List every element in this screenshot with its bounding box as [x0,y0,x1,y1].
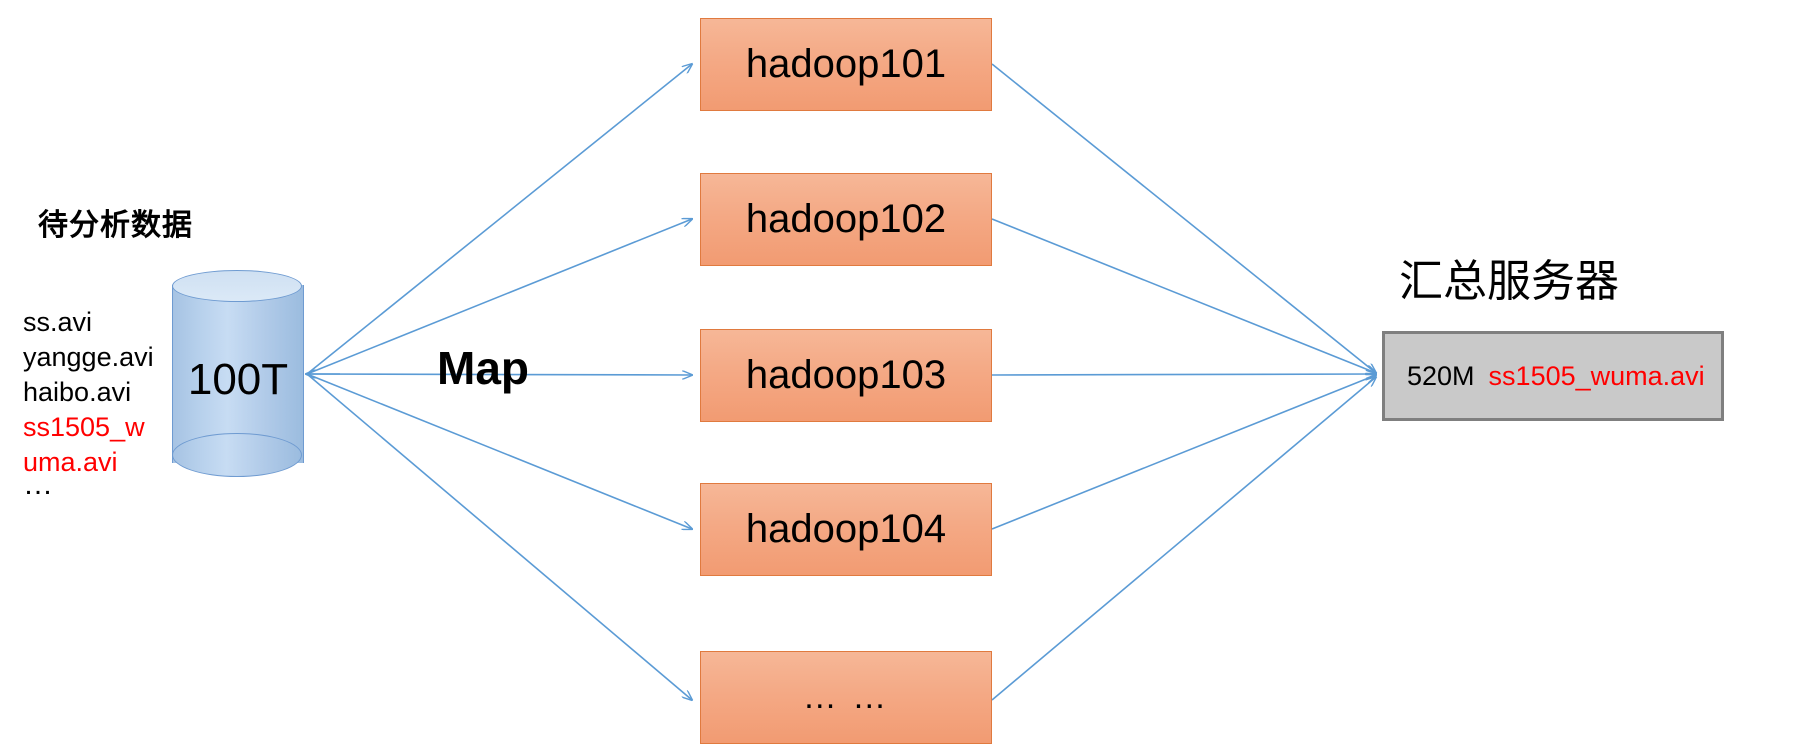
node-box-hadoop101[interactable]: hadoop101 [700,18,992,111]
node-label: hadoop101 [745,42,947,86]
node-box-hadoop102[interactable]: hadoop102 [700,173,992,266]
aggregation-server-title: 汇总服务器 [1399,257,1619,306]
node-label: hadoop103 [745,353,947,397]
source-file-list: ss.avi yangge.avi haibo.avi ss1505_w uma… [23,305,173,480]
cylinder-top-ellipse [172,270,302,302]
aggregation-result-box[interactable]: 520M ss1505_wuma.avi [1382,331,1724,421]
file-list-item: ss.avi [23,307,93,337]
node-label: … … [802,678,890,716]
cylinder-bottom-ellipse [172,433,302,477]
file-list-item: yangge.avi [23,342,154,372]
node-box-hadoop103[interactable]: hadoop103 [700,329,992,422]
storage-cylinder: 100T [172,270,304,478]
source-data-title: 待分析数据 [38,209,193,242]
aggregation-file-name: ss1505_wuma.avi [1488,360,1705,391]
file-list-item: haibo.avi [23,377,132,407]
file-list-item-highlighted: uma.avi [23,447,118,477]
node-box-more[interactable]: … … [700,651,992,744]
node-box-hadoop104[interactable]: hadoop104 [700,483,992,576]
file-list-item-highlighted: ss1505_w [23,412,145,442]
node-label: hadoop104 [745,507,947,551]
file-list-ellipsis: … [23,468,55,501]
aggregation-file-size: 520M [1407,360,1475,391]
node-label: hadoop102 [745,197,947,241]
map-phase-label: Map [437,342,529,394]
storage-capacity-label: 100T [187,355,289,404]
